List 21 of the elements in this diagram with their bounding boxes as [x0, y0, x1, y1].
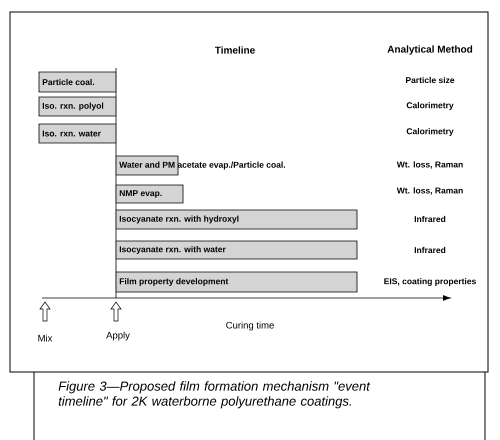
timeline-bar: Isocyanate rxn. with water: [116, 240, 358, 260]
timeline-bar: Film property development: [116, 272, 358, 292]
timeline-bar: Iso. rxn. water: [38, 124, 116, 144]
event-label: Apply: [106, 332, 130, 340]
timeline-bar: Isocyanate rxn. with hydroxyl: [116, 210, 358, 230]
caption-box: Figure 3—Proposed film formation mechanism "event timeline" for 2K waterborne polyurethane coatings.: [34, 372, 486, 440]
column-heading: Timeline: [214, 46, 255, 54]
method-label: Calorimetry: [406, 102, 454, 110]
event-label: Mix: [38, 334, 52, 342]
method-label: Wt. loss, Raman: [396, 187, 463, 195]
method-label: EIS, coating properties: [384, 278, 476, 286]
timeline-bar: Particle coal.: [38, 72, 116, 92]
method-label: Infrared: [414, 216, 446, 222]
method-label: Particle size: [406, 76, 454, 84]
method-label: Calorimetry: [406, 128, 454, 136]
method-label: Infrared: [414, 246, 446, 254]
axis-label: Curing time: [226, 322, 274, 330]
column-heading: Analytical Method: [387, 45, 472, 55]
timeline-bar: Iso. rxn. polyol: [38, 96, 116, 116]
method-label: Wt. loss, Raman: [396, 161, 463, 169]
timeline-bar: NMP evap.: [116, 184, 184, 204]
